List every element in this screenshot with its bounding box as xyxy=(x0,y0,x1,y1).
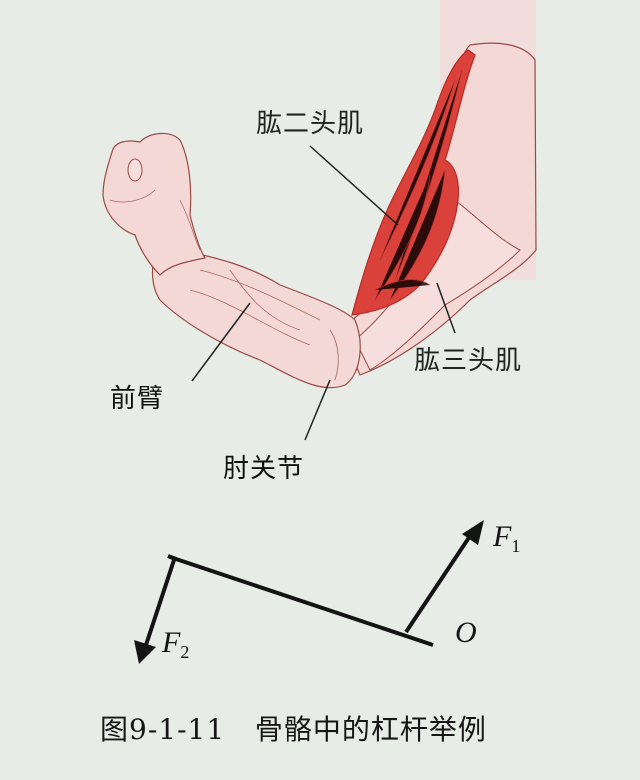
elbow-leader xyxy=(304,379,331,441)
label-fulcrum: O xyxy=(455,616,477,649)
label-biceps: 肱二头肌 xyxy=(256,109,365,139)
triceps-leader xyxy=(436,282,456,334)
force-1-shaft xyxy=(404,528,476,634)
biceps-leader xyxy=(309,145,399,226)
lever-diagram xyxy=(143,528,476,649)
label-force-1: F1 xyxy=(493,520,521,556)
figure-caption: 图9-1-11 骨骼中的杠杆举例 xyxy=(100,713,487,746)
lever-bar xyxy=(169,555,434,647)
force-2-shaft xyxy=(143,559,176,649)
fist xyxy=(102,132,206,276)
forearm xyxy=(151,244,361,389)
label-triceps: 肱三头肌 xyxy=(414,346,523,376)
forearm-leader xyxy=(191,302,251,382)
force-1-arrowhead xyxy=(462,520,484,545)
force-2-arrowhead xyxy=(134,640,156,664)
label-forearm: 前臂 xyxy=(110,384,165,414)
lever-stub xyxy=(167,554,177,561)
label-force-2: F2 xyxy=(162,626,190,662)
label-elbow-joint: 肘关节 xyxy=(223,454,305,484)
